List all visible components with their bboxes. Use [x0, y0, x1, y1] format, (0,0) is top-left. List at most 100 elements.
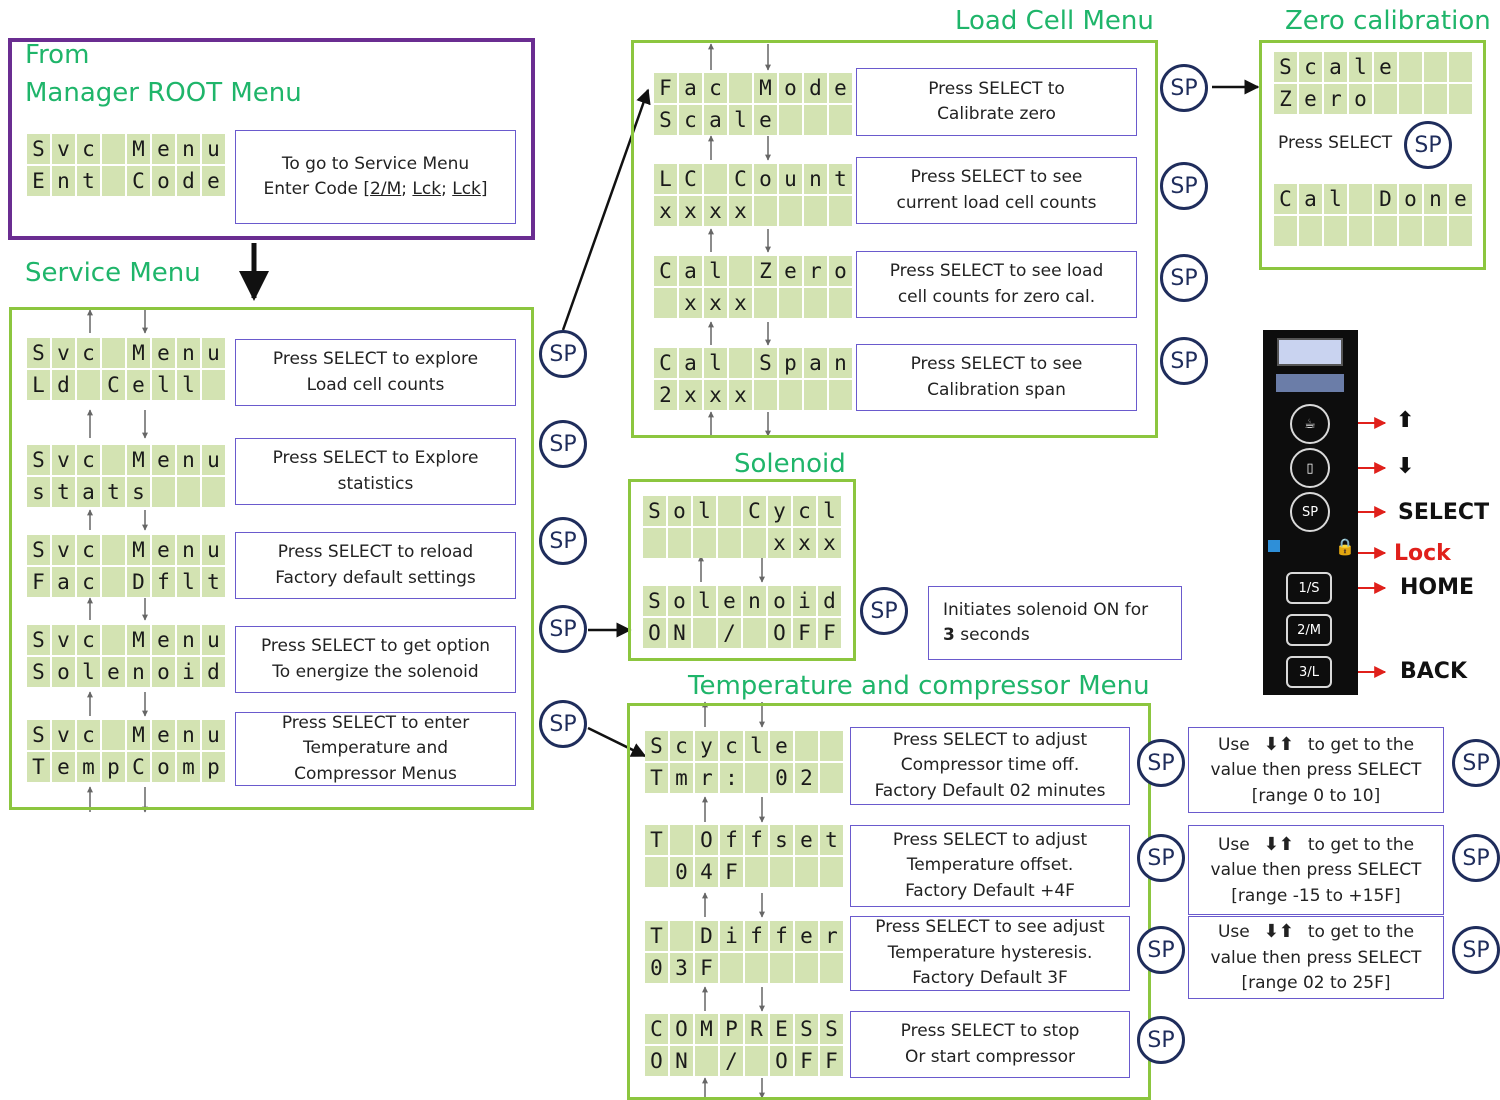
- temp-item-sp-button[interactable]: SP: [1137, 834, 1185, 882]
- lcd-cell: C: [654, 256, 677, 286]
- lcd-cell: [829, 196, 852, 226]
- root-menu-box: [8, 38, 535, 240]
- down-button[interactable]: ▯: [1290, 448, 1330, 488]
- temp-item-confirm-sp-button[interactable]: SP: [1452, 834, 1500, 882]
- load-cell-menu-title: Load Cell Menu: [955, 6, 1154, 36]
- lcd-cell: c: [77, 445, 100, 475]
- lcd-cell: [102, 445, 125, 475]
- lcd-cell: e: [152, 535, 175, 565]
- service-item-sp-button[interactable]: SP: [539, 420, 587, 468]
- lcd-cell: s: [127, 477, 150, 507]
- lcd-cell: o: [152, 166, 175, 196]
- zero-calibration-box: [1259, 40, 1486, 270]
- lcd-cell: n: [1424, 184, 1447, 214]
- lcd-cell: [795, 857, 818, 887]
- service-item-description: Press SELECT to reload Factory default s…: [235, 532, 516, 599]
- lcd-cell: d: [177, 166, 200, 196]
- lcd-cell: 2: [654, 380, 677, 410]
- lcd-cell: [1299, 216, 1322, 246]
- lcd-cell: [102, 535, 125, 565]
- lcd-cell: E: [27, 166, 50, 196]
- lcd-cell: p: [779, 348, 802, 378]
- service-item-sp-button[interactable]: SP: [539, 605, 587, 653]
- down-arrow-label: ⬇: [1396, 454, 1415, 479]
- lcd-cell: c: [77, 567, 100, 597]
- lcd-cell: e: [770, 731, 793, 761]
- lcd-cell: S: [27, 338, 50, 368]
- lcd-cell: S: [27, 445, 50, 475]
- service-item-sp-button[interactable]: SP: [539, 517, 587, 565]
- lcd-cell: [729, 256, 752, 286]
- temp-item-sp-button[interactable]: SP: [1137, 1016, 1185, 1064]
- zero-calibration-title: Zero calibration: [1285, 6, 1491, 36]
- lcd-cell: [743, 618, 766, 648]
- lcd-cell: n: [743, 586, 766, 616]
- lcd-cell: T: [27, 752, 50, 782]
- button-2m[interactable]: 2/M: [1286, 614, 1332, 646]
- lcd-cell: [693, 618, 716, 648]
- lcd-cell: x: [704, 380, 727, 410]
- lcd-cell: c: [77, 720, 100, 750]
- lcd-cell: [804, 196, 827, 226]
- lcd-cell: i: [793, 586, 816, 616]
- lcd-cell: [1349, 216, 1372, 246]
- lcd-cell: S: [27, 535, 50, 565]
- lcd-cell: x: [793, 528, 816, 558]
- load-cell-item-sp-button[interactable]: SP: [1160, 162, 1208, 210]
- lcd-cell: o: [1399, 184, 1422, 214]
- lcd-cell: S: [27, 625, 50, 655]
- lcd-cell: [1424, 216, 1447, 246]
- temp-item-sp-button[interactable]: SP: [1137, 926, 1185, 974]
- lcd-cell: n: [177, 535, 200, 565]
- load-cell-item-sp-button[interactable]: SP: [1160, 64, 1208, 112]
- lcd-cell: u: [202, 535, 225, 565]
- temp-item-confirm-sp-button[interactable]: SP: [1452, 926, 1500, 974]
- service-item-description: Press SELECT to enter Temperature and Co…: [235, 712, 516, 786]
- load-cell-item-description: Press SELECT to Calibrate zero: [856, 68, 1137, 136]
- select-button[interactable]: SP: [1290, 492, 1330, 532]
- lcd-cell: M: [754, 73, 777, 103]
- lcd-cell: o: [668, 586, 691, 616]
- solenoid-description: Initiates solenoid ON for 3 seconds: [928, 586, 1182, 660]
- temp-item-confirm-sp-button[interactable]: SP: [1452, 739, 1500, 787]
- load-cell-item-sp-button[interactable]: SP: [1160, 254, 1208, 302]
- home-button[interactable]: 1/S: [1286, 572, 1332, 604]
- load-cell-item-description: Press SELECT to see load cell counts for…: [856, 251, 1137, 318]
- up-button[interactable]: ☕: [1290, 404, 1330, 444]
- lcd-cell: x: [679, 380, 702, 410]
- code-part-2: Lck: [412, 179, 442, 199]
- lcd-cell: c: [77, 134, 100, 164]
- lcd-cell: l: [729, 105, 752, 135]
- temp-item-sp-button[interactable]: SP: [1137, 739, 1185, 787]
- lcd-cell: n: [52, 166, 75, 196]
- lcd-cell: [779, 380, 802, 410]
- service-item-sp-button[interactable]: SP: [539, 330, 587, 378]
- back-button[interactable]: 3/L: [1286, 656, 1332, 688]
- load-cell-item-sp-button[interactable]: SP: [1160, 337, 1208, 385]
- lcd-cell: [729, 73, 752, 103]
- lcd-cell: 2: [795, 763, 818, 793]
- lock-icon: 🔒: [1335, 537, 1355, 556]
- zero-sp-button[interactable]: SP: [1404, 121, 1452, 169]
- lcd-cell: x: [704, 196, 727, 226]
- lcd-cell: t: [52, 477, 75, 507]
- solenoid-sp-button[interactable]: SP: [860, 587, 908, 635]
- service-item-sp-button[interactable]: SP: [539, 700, 587, 748]
- lcd-cell: f: [745, 921, 768, 951]
